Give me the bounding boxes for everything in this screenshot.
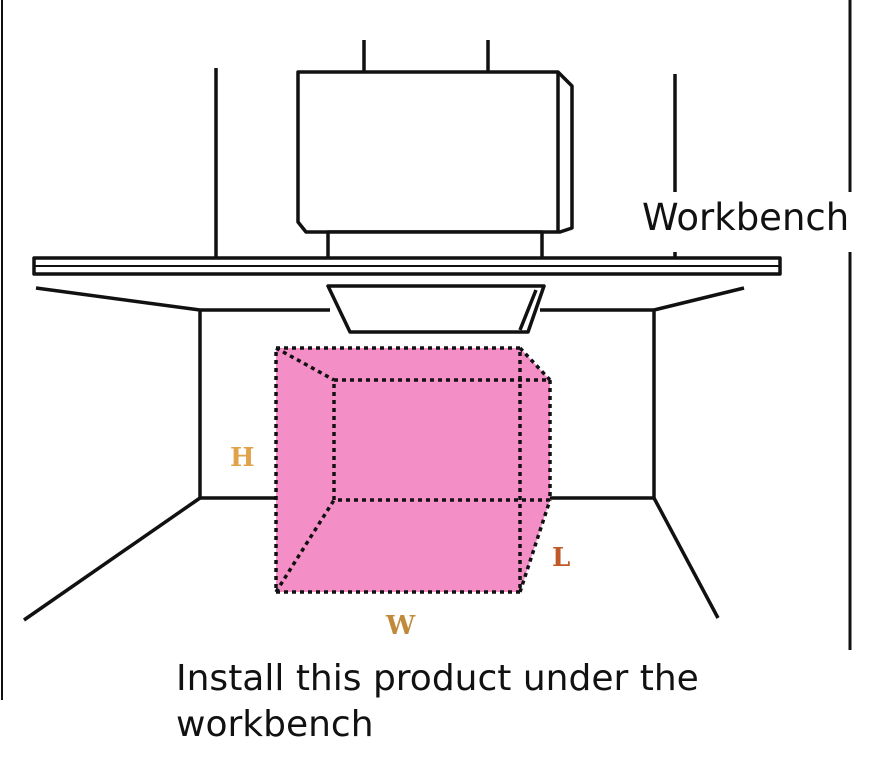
workbench-label: Workbench	[636, 192, 856, 252]
dimension-w-label: W	[385, 611, 416, 641]
install-caption: Install this product under the workbench	[176, 658, 699, 745]
nozzle-edge	[518, 289, 538, 331]
machine-body	[296, 70, 574, 234]
box-back-face	[332, 378, 552, 502]
dimension-h-label: H	[230, 443, 255, 473]
nozzle	[326, 284, 546, 334]
dimension-l-label: L	[552, 543, 570, 573]
ceiling-line-right	[653, 286, 745, 312]
floor-line-left	[23, 496, 201, 622]
box-edge-bottom-left	[274, 499, 336, 593]
floor-line-right	[652, 497, 720, 619]
box-edge-top-left	[275, 346, 335, 382]
ceiling-line-left	[35, 286, 201, 312]
box-edge-bottom-right	[518, 499, 552, 593]
install-space-box	[274, 346, 552, 594]
box-front-face	[274, 346, 522, 594]
